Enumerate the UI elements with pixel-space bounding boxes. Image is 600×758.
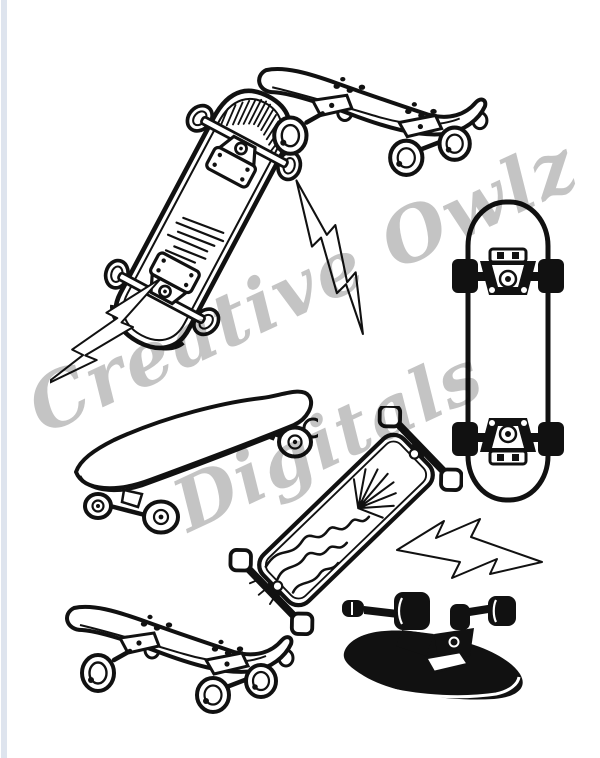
flame-longboard (228, 406, 463, 636)
lightning-bolt-left (50, 265, 165, 415)
side-view-skateboard-top (250, 56, 492, 182)
lightning-bolt-right (390, 512, 548, 582)
page-edge-strip (1, 0, 7, 758)
lightning-bolt-center (284, 166, 384, 338)
black-silhouette-skateboard (338, 584, 540, 710)
side-view-skateboard-bottom (58, 594, 298, 719)
cruiser-skateboard (66, 374, 318, 546)
vertical-deck-skateboard (452, 197, 564, 505)
